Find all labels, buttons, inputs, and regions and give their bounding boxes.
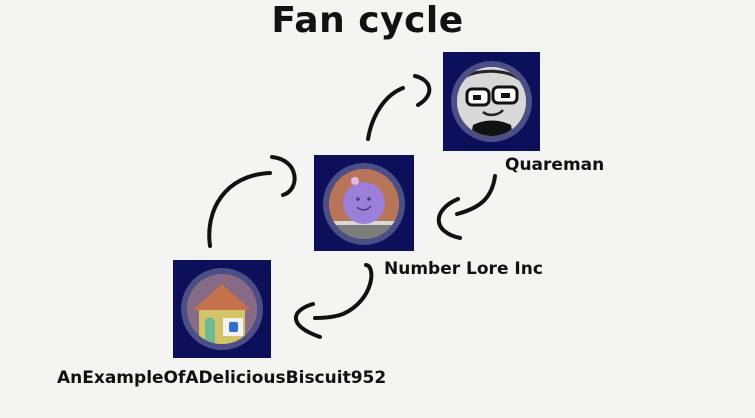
avatar-quareman[interactable]	[443, 52, 540, 151]
label-biscuit: AnExampleOfADeliciousBiscuit952	[57, 368, 387, 388]
arrow-quareman-to-numberlore	[455, 174, 497, 216]
avatar-number-lore-inc[interactable]	[314, 155, 414, 251]
cartoon-face-icon	[457, 67, 526, 136]
label-quareman: Quareman	[505, 155, 605, 175]
house-icon	[187, 274, 257, 344]
arrow-numberlore-to-biscuit	[313, 263, 374, 320]
purple-ball-icon	[329, 169, 399, 239]
avatar-biscuit[interactable]	[173, 260, 271, 358]
arrow-biscuit-to-numberlore	[207, 171, 272, 248]
label-number-lore-inc: Number Lore Inc	[384, 259, 543, 279]
arrow-numberlore-to-quareman	[366, 86, 405, 141]
diagram-title: Fan cycle	[271, 0, 464, 41]
